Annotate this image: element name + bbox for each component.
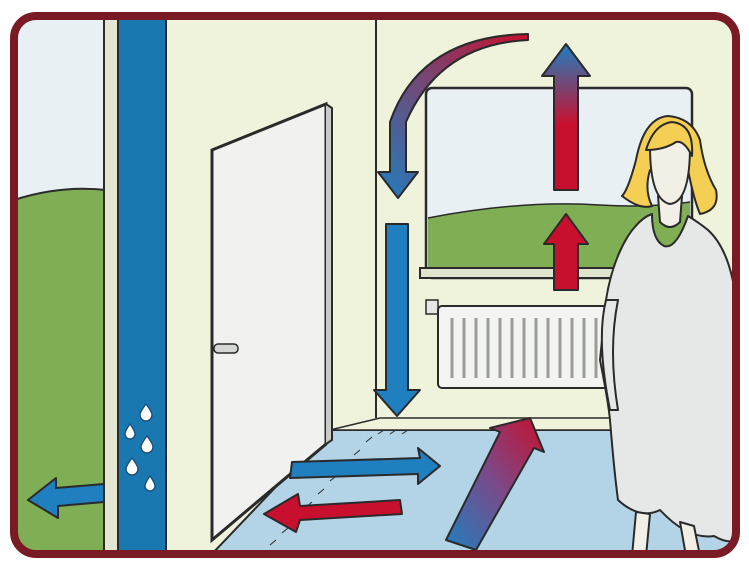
woman-dress (600, 214, 736, 541)
outside-view (14, 16, 106, 556)
door-handle (214, 344, 238, 353)
